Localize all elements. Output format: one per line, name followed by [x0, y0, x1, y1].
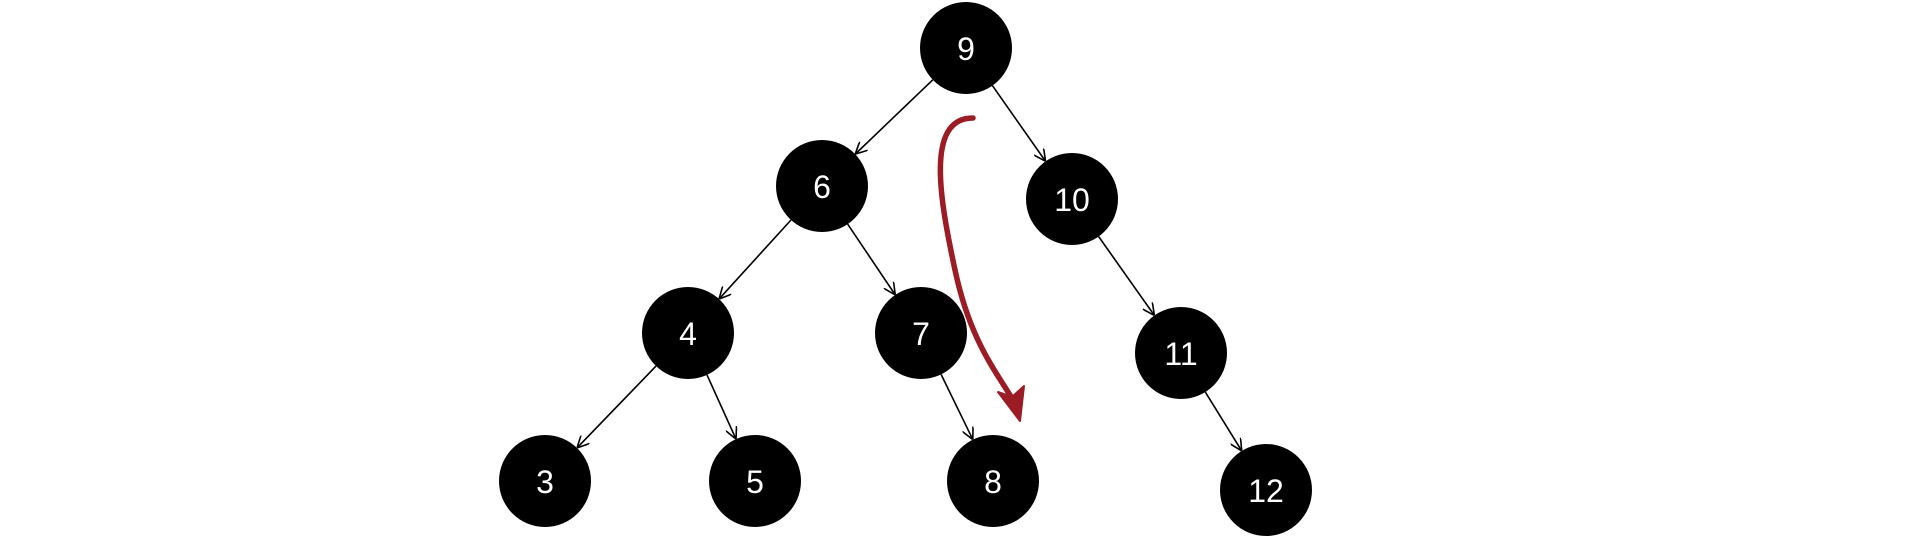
tree-node-circle	[499, 435, 591, 527]
tree-node-5: 5	[709, 435, 801, 527]
tree-node-8: 8	[947, 435, 1039, 527]
tree-node-circle	[642, 287, 734, 379]
highlight-arrowhead	[997, 385, 1025, 422]
edge-9-to-6	[856, 79, 934, 154]
edge-6-to-7	[847, 223, 895, 294]
tree-node-label: 7	[912, 316, 930, 352]
tree-node-10: 10	[1026, 153, 1118, 245]
tree-node-label: 11	[1164, 336, 1197, 372]
tree-node-circle	[920, 2, 1012, 94]
tree-node-label: 9	[957, 31, 975, 67]
tree-node-circle	[709, 435, 801, 527]
tree-node-7: 7	[875, 287, 967, 379]
edge-7-to-8	[940, 374, 972, 438]
tree-node-label: 3	[536, 464, 554, 500]
tree-node-circle	[776, 140, 868, 232]
tree-node-12: 12	[1220, 444, 1312, 536]
edge-6-to-4	[720, 219, 792, 298]
tree-node-label: 8	[984, 464, 1002, 500]
tree-node-label: 6	[813, 169, 831, 205]
edge-10-to-11	[1097, 236, 1154, 315]
edges-layer	[578, 79, 1241, 450]
edge-4-to-3	[578, 365, 657, 447]
tree-node-3: 3	[499, 435, 591, 527]
tree-node-circle	[947, 435, 1039, 527]
highlight-layer	[937, 115, 1025, 422]
tree-node-9: 9	[920, 2, 1012, 94]
edge-11-to-12	[1204, 391, 1241, 450]
tree-node-circle	[875, 287, 967, 379]
tree-node-label: 5	[746, 464, 764, 500]
tree-node-circle	[1026, 153, 1118, 245]
tree-node-label: 10	[1054, 182, 1090, 218]
tree-node-4: 4	[642, 287, 734, 379]
tree-node-11: 11	[1135, 307, 1227, 399]
tree-node-label: 4	[679, 316, 697, 352]
tree-node-circle	[1135, 307, 1227, 399]
edge-9-to-10	[991, 85, 1045, 161]
nodes-layer: 9 6 10 4 7 11 3 5 8 12	[499, 2, 1312, 536]
highlight-arrow-path	[937, 115, 1016, 403]
edge-4-to-5	[706, 374, 736, 438]
tree-node-circle	[1220, 444, 1312, 536]
tree-node-6: 6	[776, 140, 868, 232]
tree-node-label: 12	[1248, 473, 1284, 509]
